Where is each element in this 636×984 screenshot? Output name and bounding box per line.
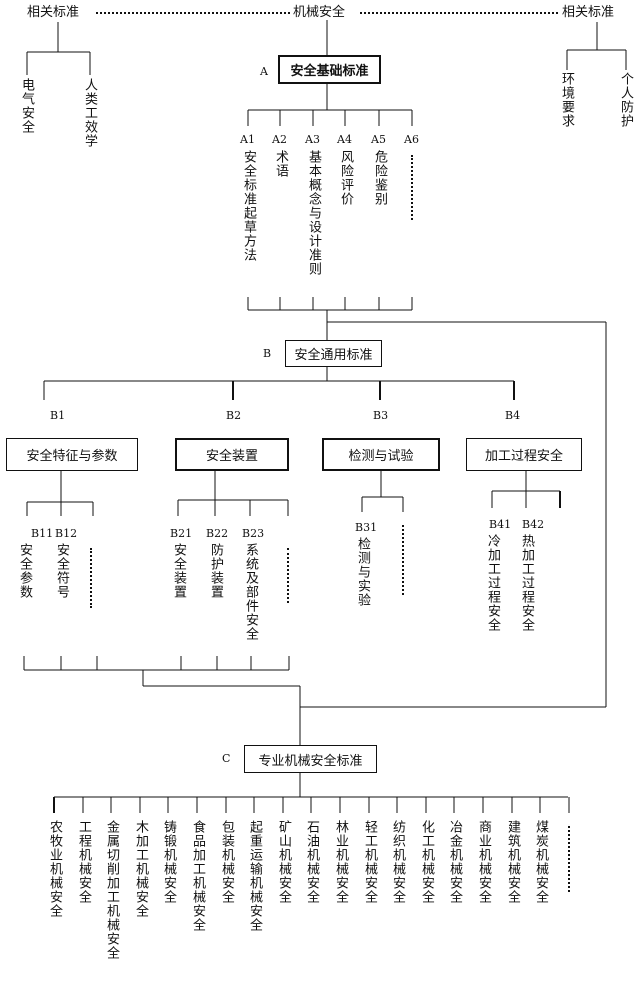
group-b3-code: B3 — [373, 409, 389, 422]
c-item-label: 冶金机械安全 — [447, 820, 462, 904]
b-item-label: 防护装置 — [208, 543, 223, 599]
c-item-label: 轻工机械安全 — [362, 820, 377, 904]
a-item-code: A6 — [404, 133, 419, 146]
c-item-label: 矿山机械安全 — [276, 820, 291, 904]
b-group-more-dots — [287, 548, 289, 603]
top-center-title: 机械安全 — [293, 5, 346, 20]
a-item-label: 安全标准起草方法 — [241, 150, 256, 262]
group-b3-box: 检测与试验 — [322, 438, 440, 471]
c-item-label: 包装机械安全 — [219, 820, 234, 904]
c-item-label: 纺织机械安全 — [390, 820, 405, 904]
a-item-code: A4 — [337, 133, 352, 146]
c-item-label: 金属切削加工机械安全 — [104, 820, 119, 960]
b-item-code: B12 — [55, 527, 78, 540]
a-item-code: A3 — [305, 133, 320, 146]
group-b2-code: B2 — [226, 409, 242, 422]
group-b2-title: 安全装置 — [205, 449, 258, 464]
c-item-label: 农牧业机械安全 — [47, 820, 62, 918]
b-item-code: B41 — [489, 518, 512, 531]
group-b1-code: B1 — [50, 409, 66, 422]
b-item-label: 安全参数 — [17, 543, 32, 599]
b-group-more-dots — [402, 525, 404, 595]
section-b-title: 安全通用标准 — [294, 348, 373, 363]
c-item-label: 木加工机械安全 — [133, 820, 148, 918]
c-item-label: 化工机械安全 — [419, 820, 434, 904]
b-item-code: B11 — [31, 527, 54, 540]
group-b2-box: 安全装置 — [175, 438, 289, 471]
c-item-label: 铸锻机械安全 — [161, 820, 176, 904]
b-item-code: B42 — [522, 518, 545, 531]
a-item-label: 基本概念与设计准则 — [306, 150, 321, 276]
b-item-label: 冷加工过程安全 — [485, 534, 500, 632]
c-item-label: 煤炭机械安全 — [533, 820, 548, 904]
c-item-more-dots — [568, 826, 570, 892]
c-item-label: 工程机械安全 — [76, 820, 91, 904]
right-related-item: 个人防护 — [618, 72, 633, 128]
section-c-letter: C — [222, 752, 231, 765]
section-a-letter: A — [260, 65, 268, 78]
left-related-item: 电气安全 — [19, 78, 34, 134]
b-item-label: 安全装置 — [171, 543, 186, 599]
b-item-label: 热加工过程安全 — [519, 534, 534, 632]
c-item-label: 食品加工机械安全 — [190, 820, 205, 932]
b-item-label: 检测与实验 — [355, 537, 370, 607]
section-a-box: 安全基础标准 — [278, 55, 381, 84]
b-item-label: 系统及部件安全 — [243, 543, 258, 641]
a-item-code: A5 — [371, 133, 386, 146]
a-item-code: A1 — [240, 133, 255, 146]
section-b-box: 安全通用标准 — [285, 340, 382, 367]
group-b4-title: 加工过程安全 — [484, 449, 563, 464]
c-item-label: 商业机械安全 — [476, 820, 491, 904]
right-related-item: 环境要求 — [559, 72, 574, 128]
section-c-title: 专业机械安全标准 — [258, 753, 363, 769]
group-b4-code: B4 — [505, 409, 521, 422]
group-b1-title: 安全特征与参数 — [26, 449, 118, 464]
section-c-box: 专业机械安全标准 — [244, 745, 377, 773]
top-left-related-label: 相关标准 — [27, 5, 80, 20]
left-related-item: 人类工效学 — [82, 78, 97, 148]
b-group-more-dots — [90, 548, 92, 608]
c-item-label: 起重运输机械安全 — [247, 820, 262, 932]
c-item-label: 林业机械安全 — [333, 820, 348, 904]
b-item-code: B23 — [242, 527, 265, 540]
b-item-code: B31 — [355, 521, 378, 534]
group-b3-title: 检测与试验 — [348, 449, 414, 464]
a-item-label: 术语 — [273, 150, 288, 178]
a-item-label: 危险鉴别 — [372, 150, 387, 206]
group-b1-box: 安全特征与参数 — [6, 438, 138, 471]
top-right-related-label: 相关标准 — [562, 5, 615, 20]
section-b-letter: B — [263, 347, 272, 360]
c-item-label: 石油机械安全 — [304, 820, 319, 904]
a-item-more-dots — [411, 155, 413, 220]
c-item-label: 建筑机械安全 — [505, 820, 520, 904]
b-item-label: 安全符号 — [54, 543, 69, 599]
group-b4-box: 加工过程安全 — [466, 438, 582, 471]
b-item-code: B21 — [170, 527, 193, 540]
section-a-title: 安全基础标准 — [290, 64, 369, 79]
a-item-code: A2 — [272, 133, 287, 146]
a-item-label: 风险评价 — [338, 150, 353, 206]
b-item-code: B22 — [206, 527, 229, 540]
